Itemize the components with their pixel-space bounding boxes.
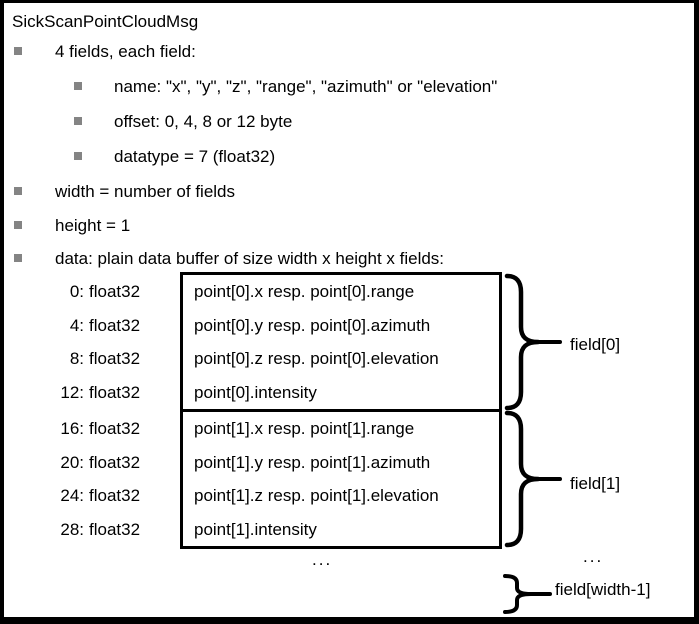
offset-type: float32: [89, 452, 141, 472]
bullet-item-datatype: datatype = 7 (float32): [114, 147, 276, 166]
bullet-item-fields: 4 fields, each field:: [55, 42, 196, 61]
buffer-row: point[0].y resp. point[0].azimuth: [194, 315, 431, 335]
bullet-item-offset: offset: 0, 4, 8 or 12 byte: [114, 112, 293, 131]
offset-value: 8:: [69, 349, 84, 368]
field1-label: field[1]: [570, 474, 621, 493]
offset-value: 0:: [69, 282, 84, 301]
buffer-row: point[0].intensity: [194, 382, 317, 402]
bullet-square-icon: [74, 82, 82, 90]
bullet-square-icon: [74, 117, 82, 125]
offset-type: float32: [89, 315, 141, 335]
buffer-row: point[0].x resp. point[0].range: [194, 282, 415, 301]
ellipsis-bottom: ...: [312, 550, 333, 569]
field-block-1: point[1].x resp. point[1].range point[1]…: [180, 409, 502, 549]
bullet-square-icon: [74, 152, 82, 160]
offset-value: 28:: [60, 519, 84, 539]
offset-type: float32: [89, 282, 141, 301]
bullet-item-data: data: plain data buffer of size width x …: [55, 249, 445, 268]
offset-label: 20:float32: [58, 446, 176, 480]
buffer-row: point[1].y resp. point[1].azimuth: [194, 452, 431, 472]
offset-type: float32: [89, 349, 141, 368]
offset-label: 24: float32: [58, 479, 176, 513]
offset-label: 0: float32: [58, 275, 176, 309]
bullet-item-height: height = 1: [55, 216, 131, 235]
buffer-row: point[1].intensity: [194, 519, 317, 539]
field-width-1-label: field[width-1]: [555, 580, 651, 599]
buffer-row: point[1].x resp. point[1].range: [194, 419, 415, 438]
field-block-0: point[0].x resp. point[0].range point[0]…: [180, 272, 502, 412]
offset-label: 28:float32: [58, 513, 176, 547]
offset-type: float32: [89, 519, 141, 539]
offset-type: float32: [89, 382, 141, 402]
buffer-row: point[0].z resp. point[0].elevation: [194, 349, 439, 368]
bullet-item-width: width = number of fields: [55, 182, 236, 201]
diagram-title: SickScanPointCloudMsg: [12, 12, 199, 31]
offset-type: float32: [89, 419, 141, 438]
bullet-square-icon: [14, 221, 22, 229]
offset-value: 24:: [60, 486, 84, 505]
offset-label: 16: float32: [58, 412, 176, 446]
offset-value: 4:: [69, 315, 84, 335]
offset-value: 12:: [60, 382, 84, 402]
field0-label: field[0]: [570, 335, 621, 354]
bullet-square-icon: [14, 47, 22, 55]
offset-label: 8: float32: [58, 342, 176, 376]
offset-value: 20:: [60, 452, 84, 472]
curly-brace-field1-icon: [504, 410, 562, 548]
offset-type: float32: [89, 486, 141, 505]
curly-brace-field-width-1-icon: [503, 574, 552, 614]
offset-value: 16:: [60, 419, 84, 438]
buffer-row: point[1].z resp. point[1].elevation: [194, 486, 439, 505]
bullet-square-icon: [14, 254, 22, 262]
curly-brace-field0-icon: [504, 273, 562, 411]
ellipsis-right: ...: [583, 547, 604, 566]
bullet-item-name: name: "x", "y", "z", "range", "azimuth" …: [114, 77, 498, 96]
bullet-square-icon: [14, 187, 22, 195]
offset-label: 12:float32: [58, 376, 176, 410]
offset-label: 4:float32: [58, 309, 176, 343]
